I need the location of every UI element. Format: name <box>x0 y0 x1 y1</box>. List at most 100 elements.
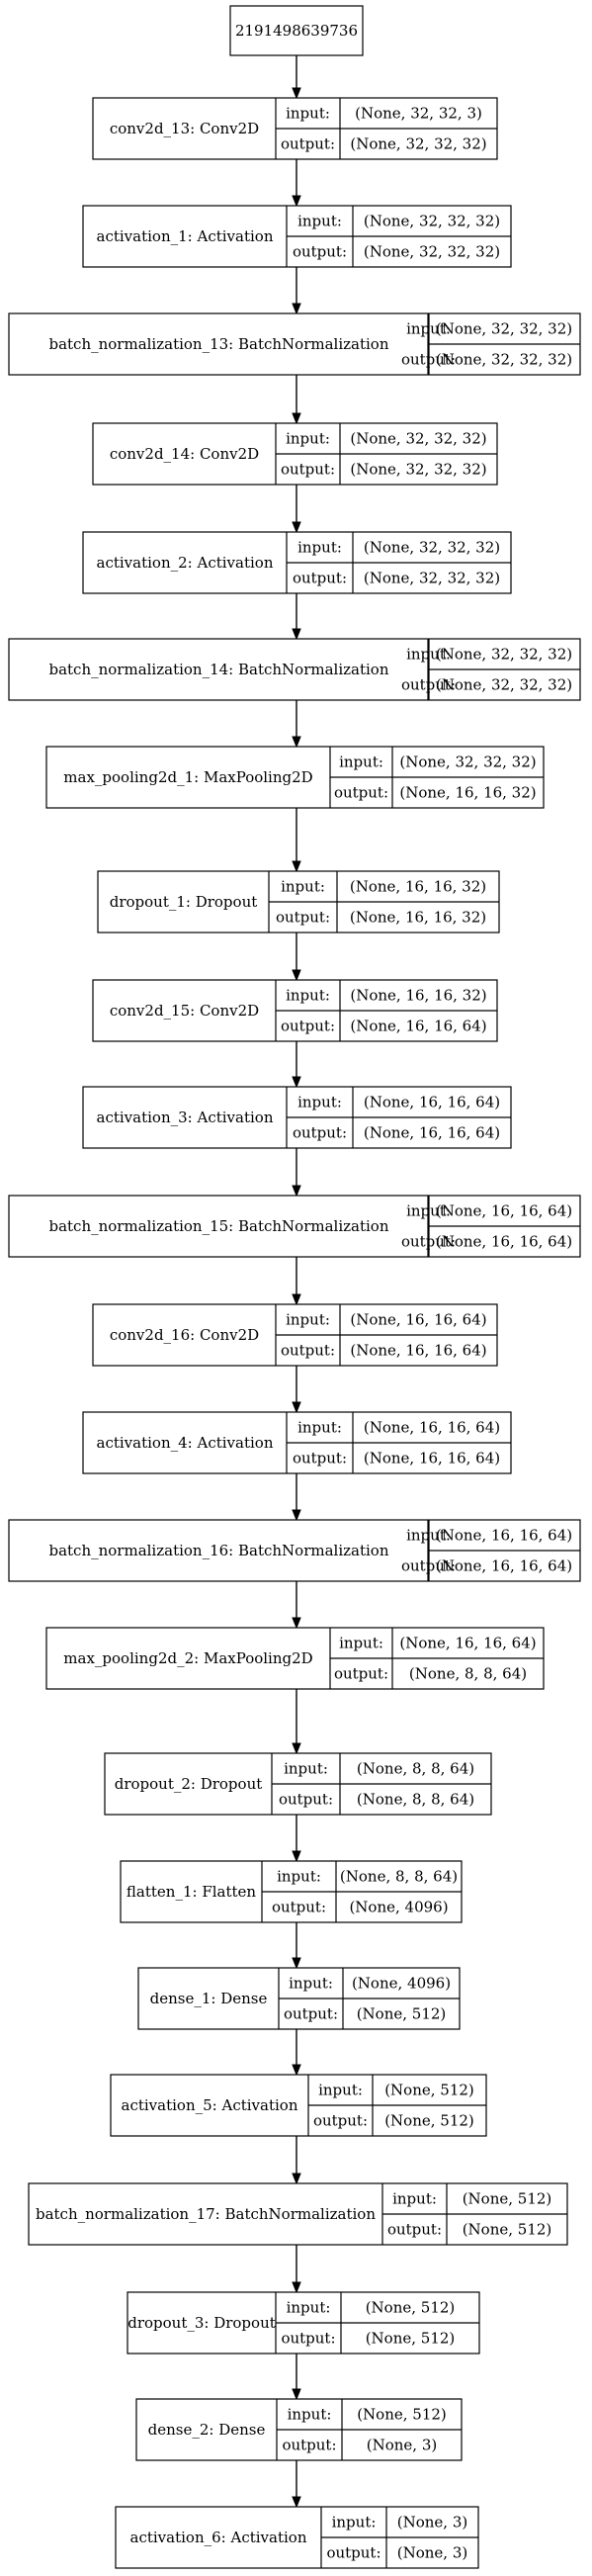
input-shape: (None, 32, 32, 32) <box>436 320 572 338</box>
output-shape: (None, 512) <box>384 2112 474 2130</box>
layer-name: batch_normalization_15: BatchNormalizati… <box>48 1217 388 1235</box>
output-label: output: <box>401 1233 456 1251</box>
input-label: input: <box>332 2514 377 2532</box>
input-label: input: <box>406 1527 451 1545</box>
arrow-head <box>292 412 301 425</box>
input-label: input: <box>339 1635 383 1652</box>
input-shape: (None, 8, 8, 64) <box>340 1868 458 1886</box>
input-label: input: <box>286 105 330 123</box>
output-label: output: <box>313 2112 368 2130</box>
edge-arrow <box>292 933 301 982</box>
edge-arrow <box>292 267 301 315</box>
input-shape: (None, 3) <box>397 2514 467 2532</box>
layer-node: conv2d_13: Conv2D input: output: (None, 32,… <box>92 97 498 160</box>
arrow-head <box>292 195 301 208</box>
input-shape: (None, 32, 32, 32) <box>350 430 486 448</box>
output-shape: (None, 32, 32, 32) <box>436 351 572 369</box>
output-label: output: <box>334 784 388 802</box>
edge-arrow <box>292 2460 301 2509</box>
layer-node: max_pooling2d_1: MaxPooling2Dinput:outpu… <box>45 746 545 809</box>
input-label: input: <box>297 539 342 557</box>
output-shape: (None, 16, 16, 64) <box>364 1124 500 1142</box>
input-shape: (None, 512) <box>357 2406 447 2424</box>
arrow-head <box>292 87 301 100</box>
root-node-label: 2191498639736 <box>235 22 358 40</box>
layer-node: batch_normalization_16: BatchNormalizati… <box>8 1519 581 1582</box>
arrow-head <box>292 1509 301 1522</box>
arrow-head <box>292 2388 301 2401</box>
layer-name: activation_2: Activation <box>97 554 274 572</box>
output-label: output: <box>282 2437 336 2454</box>
output-label: output: <box>281 1342 335 1360</box>
input-shape: (None, 16, 16, 32) <box>350 987 486 1005</box>
output-shape: (None, 512) <box>357 2005 447 2023</box>
input-shape: (None, 16, 16, 64) <box>399 1635 536 1652</box>
layer-node: activation_4: Activationinput:output:(No… <box>82 1411 512 1474</box>
layer-name: conv2d_16: Conv2D <box>110 1326 259 1344</box>
edge-arrow <box>292 485 301 534</box>
edge-arrow <box>292 1473 301 1522</box>
output-label: output: <box>281 135 335 153</box>
input-label: input: <box>297 1419 342 1437</box>
input-label: input: <box>406 320 451 338</box>
edge-arrow <box>292 808 301 873</box>
output-label: output: <box>334 1665 388 1683</box>
edge-arrow <box>292 1922 301 1970</box>
layer-name: dropout_3: Dropout <box>127 2314 276 2332</box>
input-label: input: <box>288 2406 332 2424</box>
arrow-head <box>292 2496 301 2509</box>
arrow-head <box>292 1850 301 1863</box>
input-label: input: <box>286 1311 330 1329</box>
output-label: output: <box>276 909 330 927</box>
layer-name: conv2d_14: Conv2D <box>110 445 259 463</box>
output-label: output: <box>293 1124 347 1142</box>
output-shape: (None, 8, 8, 64) <box>409 1665 527 1683</box>
input-shape: (None, 16, 16, 64) <box>364 1419 500 1437</box>
arrow-head <box>292 1293 301 1306</box>
arrow-head <box>292 1076 301 1089</box>
root-node: 2191498639736 <box>229 5 364 56</box>
edge-arrow <box>292 1257 301 1306</box>
arrow-head <box>292 1742 301 1755</box>
root-node-box <box>229 5 364 56</box>
output-shape: (None, 16, 16, 64) <box>364 1450 500 1467</box>
arrow-head <box>292 521 301 534</box>
arrow-head <box>292 736 301 749</box>
input-shape: (None, 32, 32, 3) <box>355 105 482 123</box>
output-label: output: <box>272 1899 326 1916</box>
edge-arrow <box>292 1689 301 1755</box>
output-label: output: <box>326 2544 381 2562</box>
layer-node: activation_6: Activationinput:output:(No… <box>115 2506 479 2569</box>
input-shape: (None, 16, 16, 64) <box>436 1527 572 1545</box>
arrow-head <box>292 860 301 873</box>
input-shape: (None, 16, 16, 32) <box>350 878 486 896</box>
input-shape: (None, 512) <box>366 2299 456 2317</box>
edge-arrow <box>292 593 301 641</box>
output-shape: (None, 32, 32, 32) <box>436 676 572 694</box>
output-label: output: <box>281 2330 335 2348</box>
input-shape: (None, 4096) <box>352 1975 451 1993</box>
layer-name: batch_normalization_13: BatchNormalizati… <box>48 335 388 353</box>
output-shape: (None, 16, 16, 32) <box>399 784 536 802</box>
edge-layer <box>292 55 301 2509</box>
edge-arrow <box>292 55 301 100</box>
output-shape: (None, 3) <box>367 2437 437 2454</box>
input-label: input: <box>287 2299 331 2317</box>
edge-arrow <box>292 1581 301 1630</box>
output-shape: (None, 32, 32, 32) <box>350 135 486 153</box>
arrow-head <box>292 303 301 315</box>
output-shape: (None, 16, 16, 64) <box>436 1233 572 1251</box>
layer-node: batch_normalization_13: BatchNormalizati… <box>8 312 581 376</box>
layer-name: conv2d_13: Conv2D <box>110 120 259 137</box>
edge-arrow <box>292 2245 301 2294</box>
layer-node: batch_normalization_17: BatchNormalizati… <box>28 2182 568 2246</box>
layer-name: activation_1: Activation <box>97 227 274 245</box>
output-label: output: <box>387 2221 442 2239</box>
arrow-head <box>292 1617 301 1630</box>
input-shape: (None, 8, 8, 64) <box>357 1760 474 1778</box>
output-shape: (None, 16, 16, 32) <box>350 909 486 927</box>
